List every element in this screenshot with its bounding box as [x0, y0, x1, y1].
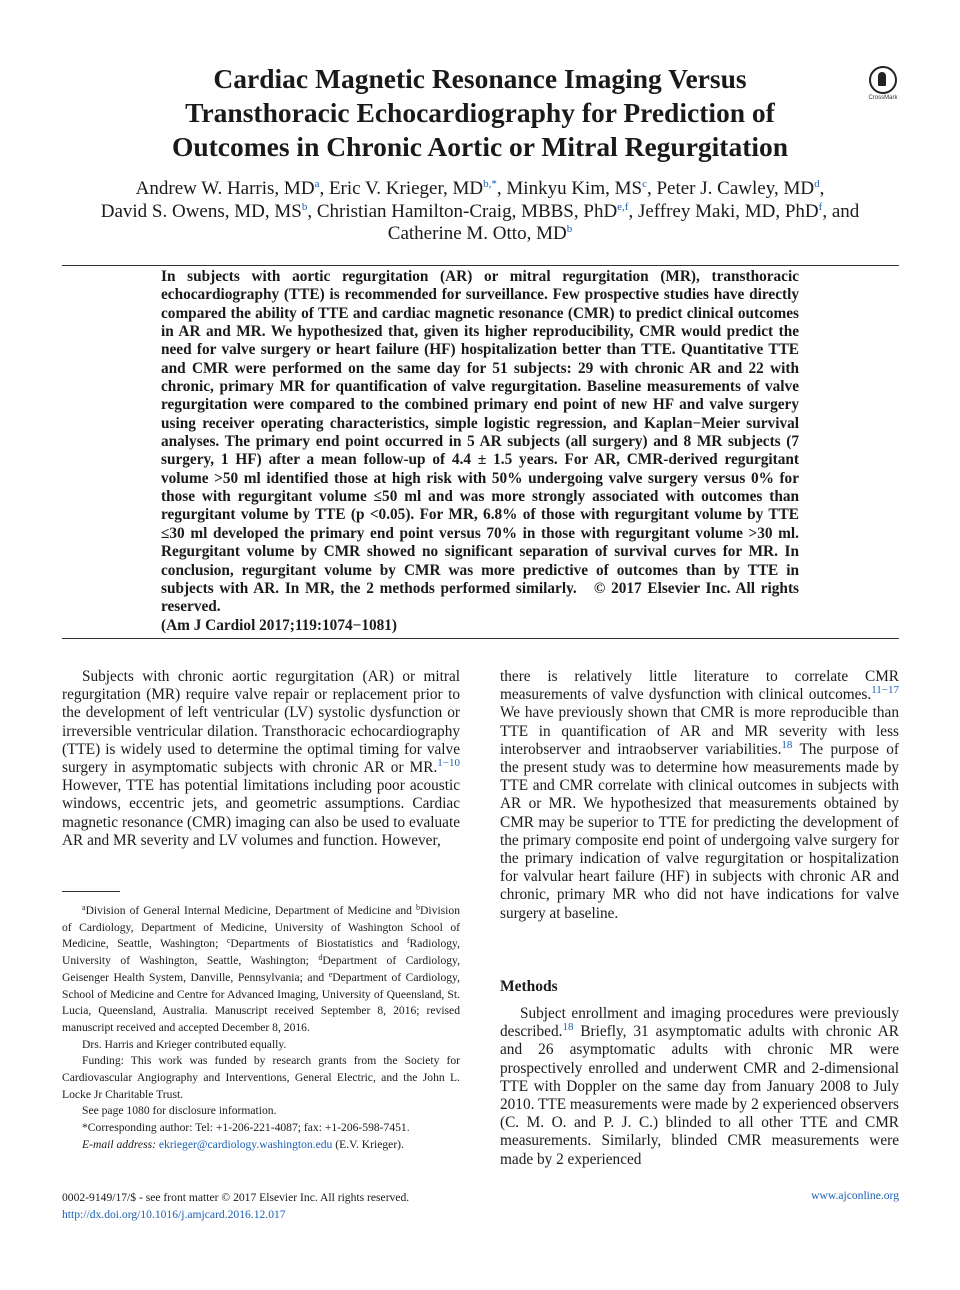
equal-contribution-note: Drs. Harris and Krieger contributed equa… [82, 1037, 287, 1051]
paragraph-text: The purpose of the present study was to … [500, 740, 899, 922]
title-line: Outcomes in Chronic Aortic or Mitral Reg… [171, 131, 789, 162]
paragraph-text: However, TTE has potential limitations i… [62, 777, 460, 849]
paragraph-text: We have previously shown that CMR is mor… [500, 704, 899, 758]
affiliation-text: Department of Cardiology, Geisenger Heal… [62, 954, 460, 984]
affiliation-mark[interactable]: b [301, 200, 308, 213]
affiliation-text: Department of Cardiology, School of Medi… [62, 970, 460, 1034]
affiliation-text: Division of Cardiology, Department of Me… [62, 904, 460, 951]
author-name: Jeffrey Maki, MD, PhD [637, 200, 819, 222]
reference-link[interactable]: 1−10 [437, 757, 460, 770]
email-suffix: (E.V. Krieger). [332, 1137, 404, 1151]
affiliation-mark[interactable]: a [314, 178, 320, 190]
affiliation-mark[interactable]: b,* [483, 178, 497, 190]
abstract-bottom-rule [62, 638, 899, 639]
doi-link[interactable]: http://dx.doi.org/10.1016/j.amjcard.2016… [62, 1208, 286, 1221]
issn-line: 0002-9149/17/$ - see front matter © 2017… [62, 1191, 410, 1204]
footnotes: aDivision of General Internal Medicine, … [62, 903, 460, 1154]
affiliation-text: Radiology, University of Washington, Sea… [62, 937, 460, 968]
reference-link[interactable]: 18 [781, 738, 793, 751]
paragraph-text: Subjects with chronic aortic regurgitati… [62, 668, 460, 777]
copyright-notice: © 2017 Elsevier Inc. All rights reserved… [161, 579, 799, 616]
article-title: Cardiac Magnetic Resonance Imaging Versu… [120, 62, 840, 164]
email-note: E-mail address: ekrieger@cardiology.wash… [62, 1137, 460, 1154]
author-name: Andrew W. Harris, MD [135, 178, 315, 199]
reference-link[interactable]: 11−17 [871, 684, 899, 697]
author-name: David S. Owens, MD, MS [100, 200, 302, 222]
title-line: Transthoracic Echocardiography for Predi… [185, 97, 775, 128]
author-separator: , and [822, 200, 860, 222]
paragraph-text: Briefly, 31 asymptomatic adults with chr… [500, 1023, 899, 1168]
author-separator: , [628, 200, 638, 222]
author-separator: , [496, 178, 507, 199]
author-separator: , [307, 200, 317, 222]
crossmark-badge[interactable]: CrossMark [866, 66, 900, 106]
corresponding-author-note: *Corresponding author: Tel: +1-206-221-4… [82, 1121, 410, 1135]
intro-paragraph-continued: there is relatively little literature to… [500, 668, 899, 923]
journal-citation: (Am J Cardiol 2017;119:1074−1081) [161, 616, 398, 634]
intro-paragraph: Subjects with chronic aortic regurgitati… [62, 668, 460, 850]
author-name: Eric V. Krieger, MD [328, 178, 484, 199]
affiliation-letter: a [82, 903, 86, 912]
title-line: Cardiac Magnetic Resonance Imaging Versu… [213, 63, 747, 94]
affiliations-footnote: aDivision of General Internal Medicine, … [62, 903, 460, 1037]
author-line: Catherine M. Otto, MDb [40, 223, 920, 246]
author-separator: , [319, 178, 329, 199]
affiliation-mark[interactable]: b [566, 223, 573, 235]
abstract-text: In subjects with aortic regurgitation (A… [161, 268, 799, 597]
affiliation-mark[interactable]: f [818, 200, 823, 213]
affiliation-mark[interactable]: d [814, 178, 820, 190]
paragraph-text: there is relatively little literature to… [500, 668, 899, 704]
funding-note: Funding: This work was funded by researc… [62, 1054, 460, 1101]
abstract-top-rule [62, 265, 899, 266]
disclosure-note: See page 1080 for disclosure information… [82, 1104, 277, 1118]
methods-section: Subject enrollment and imaging procedure… [500, 1005, 899, 1169]
affiliation-letter: e [328, 969, 333, 979]
affiliation-text: Division of General Internal Medicine, D… [85, 904, 417, 917]
methods-paragraph: Subject enrollment and imaging procedure… [500, 1005, 899, 1169]
author-line: Andrew W. Harris, MDa, Eric V. Krieger, … [40, 178, 920, 201]
author-name: Catherine M. Otto, MD [387, 223, 567, 244]
author-line: David S. Owens, MD, MSb, Christian Hamil… [40, 201, 920, 224]
crossmark-label: CrossMark [868, 95, 898, 101]
journal-website-link[interactable]: www.ajconline.org [811, 1189, 899, 1202]
author-separator: , [646, 178, 657, 199]
crossmark-icon [869, 66, 897, 94]
author-name: Christian Hamilton-Craig, MBBS, PhD [316, 200, 618, 222]
reference-link[interactable]: 18 [562, 1021, 574, 1034]
methods-heading: Methods [500, 978, 558, 995]
author-separator: , [819, 178, 825, 199]
abstract: In subjects with aortic regurgitation (A… [161, 268, 799, 635]
email-label: E-mail address: [82, 1137, 156, 1151]
footnote-divider [62, 891, 120, 892]
affiliation-mark[interactable]: e,f [617, 200, 629, 213]
affiliation-letter: b [416, 903, 421, 912]
author-list: Andrew W. Harris, MDa, Eric V. Krieger, … [40, 178, 920, 246]
affiliation-mark[interactable]: c [642, 178, 647, 190]
affiliation-letter: d [318, 953, 323, 963]
affiliation-text: Departments of Biostatistics and [230, 937, 407, 951]
email-link[interactable]: ekrieger@cardiology.washington.edu [158, 1137, 333, 1151]
right-column: there is relatively little literature to… [500, 668, 899, 923]
affiliation-letter: f [406, 936, 410, 946]
left-column: Subjects with chronic aortic regurgitati… [62, 668, 460, 850]
paragraph-text: Subject enrollment and imaging procedure… [500, 1005, 899, 1041]
page-footer-left: 0002-9149/17/$ - see front matter © 2017… [62, 1189, 409, 1223]
author-name: Peter J. Cawley, MD [656, 178, 815, 199]
affiliation-letter: c [226, 936, 231, 946]
author-name: Minkyu Kim, MS [506, 178, 643, 199]
